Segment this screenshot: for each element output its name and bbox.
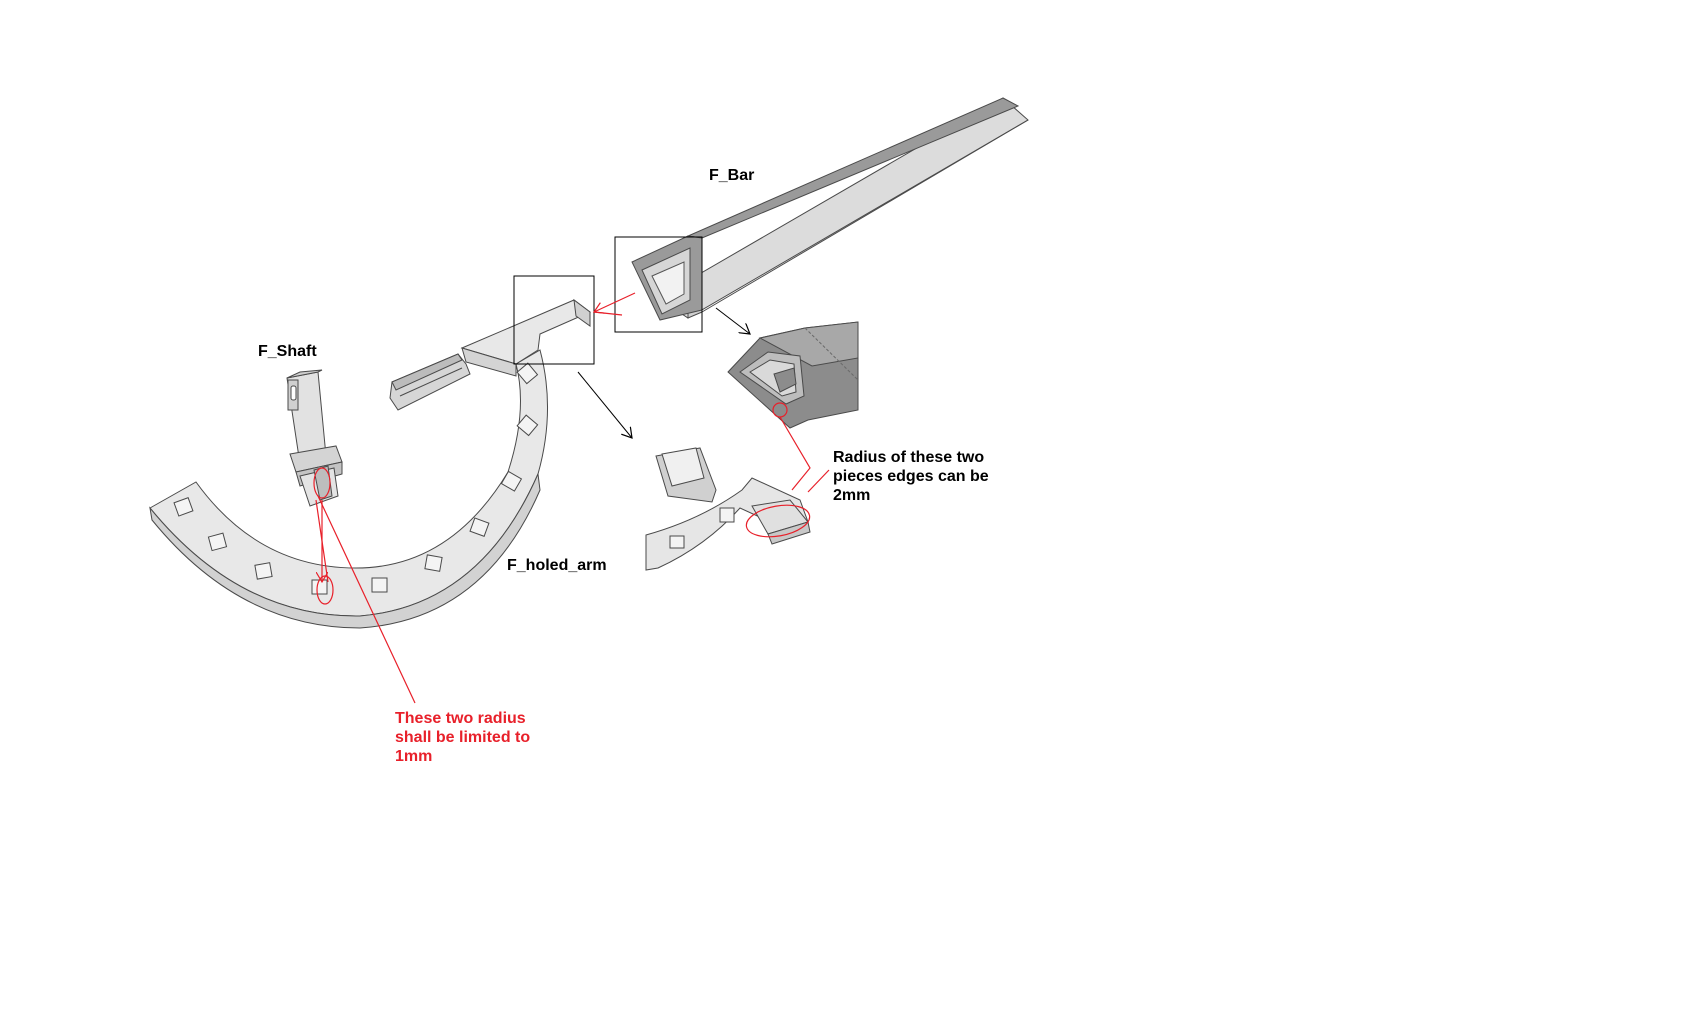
note-radius-1mm: These two radius shall be limited to 1mm xyxy=(395,709,530,766)
note-edges-2mm: Radius of these two pieces edges can be … xyxy=(833,448,989,505)
label-shaft: F_Shaft xyxy=(258,343,317,360)
edges-note-leader-2 xyxy=(807,469,830,493)
shaft-radius-callout-circle xyxy=(313,467,331,499)
shaft-to-hole-arrow-2 xyxy=(315,499,329,583)
red-leaders xyxy=(315,292,830,704)
bar-detail-arrow xyxy=(715,307,750,334)
radius-note-leader xyxy=(317,495,416,704)
note-radius-line-2: shall be limited to xyxy=(395,729,531,746)
arm-end-highlight-box xyxy=(513,275,595,365)
bar-end-highlight-box xyxy=(614,236,703,333)
shaft-part xyxy=(286,369,343,507)
bar-end-detail xyxy=(727,321,859,429)
bar-to-arm-arrow-2 xyxy=(593,311,623,316)
edges-note-leader xyxy=(779,416,811,491)
note-edges-line-2: pieces edges can be xyxy=(833,468,989,485)
arm-end-detail xyxy=(645,447,811,571)
arm-holes xyxy=(173,362,539,595)
note-radius-line-1: These two radius xyxy=(395,710,526,727)
bar-part xyxy=(614,97,1029,333)
note-edges-line-3: 2mm xyxy=(833,487,871,504)
holed-arm-part xyxy=(149,275,595,629)
note-radius-line-3: 1mm xyxy=(395,748,433,765)
black-arrows xyxy=(577,307,750,438)
note-edges-line-1: Radius of these two xyxy=(833,449,985,466)
bar-to-arm-arrow xyxy=(594,292,636,312)
label-bar: F_Bar xyxy=(709,167,755,184)
arm-detail-arrow xyxy=(577,371,632,438)
label-holed-arm: F_holed_arm xyxy=(507,557,607,574)
edge-callout-ellipse-arm xyxy=(745,504,811,538)
